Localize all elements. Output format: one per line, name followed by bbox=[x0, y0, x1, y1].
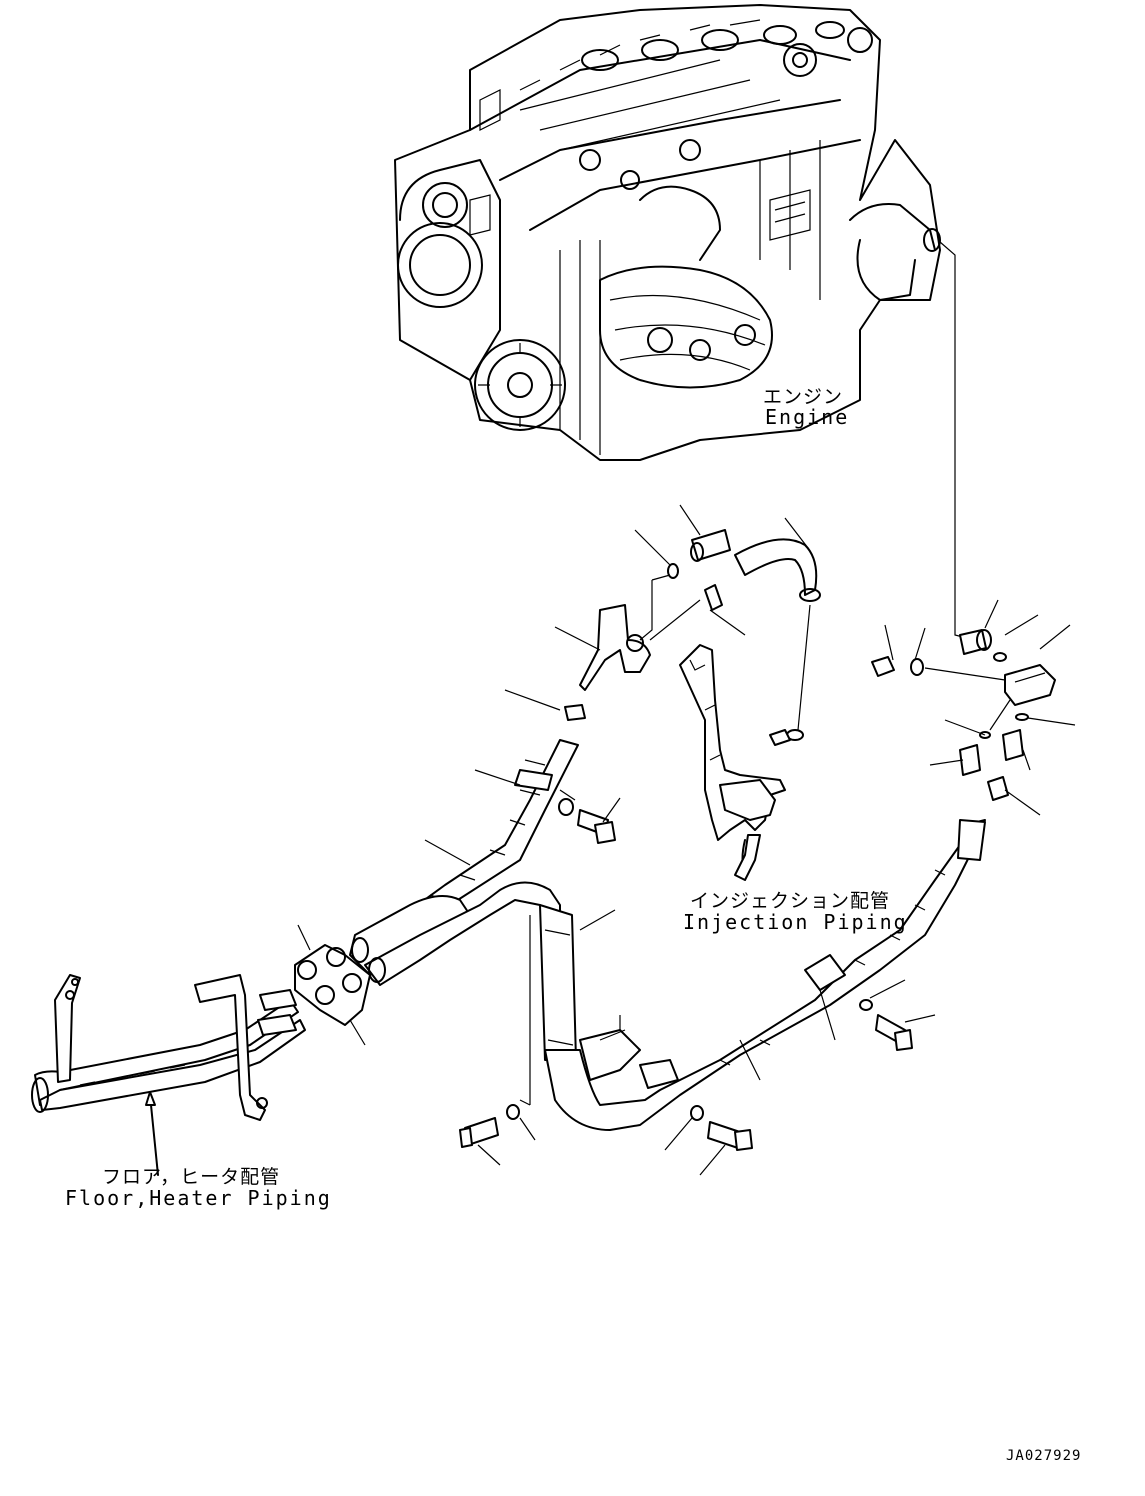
injection-label-en: Injection Piping bbox=[683, 910, 908, 934]
floor-label-en: Floor,Heater Piping bbox=[65, 1186, 332, 1210]
floor-label-jp: フロア，ヒータ配管 bbox=[102, 1166, 281, 1188]
engine-block-drawing bbox=[394, 4, 941, 461]
right-fittings bbox=[871, 599, 1076, 816]
injection-piping-drawing bbox=[679, 604, 811, 881]
engine-label-en: Engine bbox=[765, 405, 850, 429]
drawing-code: JA027929 bbox=[1006, 1448, 1082, 1464]
connector-and-floor-piping bbox=[31, 924, 371, 1176]
leader-line bbox=[939, 241, 976, 641]
upper-fittings bbox=[504, 504, 821, 721]
left-hoses bbox=[349, 739, 986, 1176]
injection-label-jp: インジェクション配管 bbox=[690, 890, 891, 912]
engine-label-jp: エンジン bbox=[763, 386, 844, 408]
